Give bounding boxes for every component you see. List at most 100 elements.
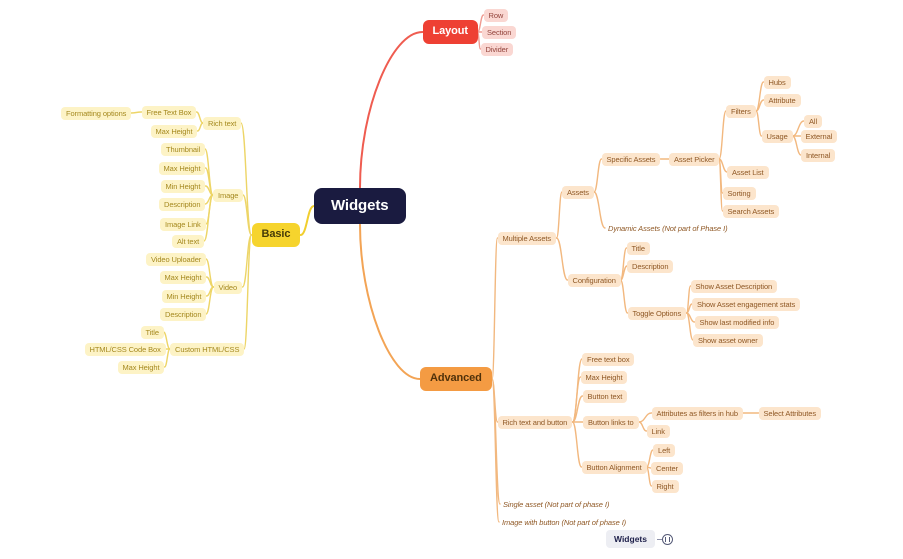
edge-toggle-options: [619, 279, 629, 314]
mindmap-node-usage-external[interactable]: External: [800, 129, 838, 143]
edge-specific-assets: [593, 158, 603, 193]
edge-multiple-assets: [491, 237, 499, 380]
edge-description-config: [619, 265, 628, 281]
mindmap-node-image-with-button[interactable]: Image with button (Not part of phase I): [502, 517, 627, 527]
mindmap-node-video-uploader[interactable]: Video Uploader: [146, 252, 207, 266]
mindmap-node-free-text-box-advanced[interactable]: Free text box: [582, 352, 635, 366]
badge-bars-glyph: [664, 536, 670, 542]
mindmap-node-align-center[interactable]: Center: [651, 461, 683, 475]
mindmap-node-show-last-modified-info[interactable]: Show last modified info: [694, 315, 780, 329]
mindmap-node-description-video[interactable]: Description: [160, 307, 207, 321]
mindmap-node-select-attributes[interactable]: Select Attributes: [758, 406, 821, 420]
mindmap-node-attributes-as-filters-in-hub[interactable]: Attributes as filters in hub: [651, 406, 743, 420]
mindmap-node-toggle-options[interactable]: Toggle Options: [627, 306, 687, 320]
edge-advanced: [359, 223, 421, 380]
mindmap-node-button-alignment[interactable]: Button Alignment: [581, 460, 647, 474]
mindmap-node-max-height-rtb[interactable]: Max Height: [580, 370, 628, 384]
mindmap-node-html-css-code-box[interactable]: HTML/CSS Code Box: [84, 342, 166, 356]
mindmap-node-alt-text[interactable]: Alt text: [172, 234, 205, 248]
edge-usage: [755, 110, 763, 137]
edge-link: [638, 421, 648, 432]
mindmap-node-image-link[interactable]: Image Link: [160, 217, 206, 231]
mindmap-node-attribute[interactable]: Attribute: [763, 93, 801, 107]
edge-button-alignment: [571, 421, 583, 468]
mindmap-node-widgets-root[interactable]: Widgets: [314, 187, 406, 225]
edge-align-right: [645, 466, 653, 487]
collapsed-branch-icon[interactable]: [661, 533, 673, 545]
mindmap-node-section[interactable]: Section: [482, 25, 517, 39]
edge-description-video: [205, 286, 215, 315]
mindmap-node-usage[interactable]: Usage: [761, 129, 793, 143]
mindmap-node-button-links-to[interactable]: Button links to: [583, 415, 639, 429]
edge-formatting-options: [130, 111, 143, 114]
tag-connector-dash: [656, 538, 662, 540]
mindmap-node-asset-list[interactable]: Asset List: [727, 165, 769, 179]
edge-search-assets: [718, 158, 724, 212]
mindmap-node-configuration[interactable]: Configuration: [567, 273, 621, 287]
mindmap-node-divider[interactable]: Divider: [480, 42, 514, 56]
mindmap-node-rich-text-and-button[interactable]: Rich text and button: [497, 415, 573, 429]
mindmap-node-title-config[interactable]: Title: [626, 241, 650, 255]
mindmap-node-thumbnail[interactable]: Thumbnail: [161, 142, 206, 156]
mindmap-node-sorting[interactable]: Sorting: [722, 186, 756, 200]
mindmap-node-specific-assets[interactable]: Specific Assets: [601, 152, 661, 166]
mindmap-node-align-left[interactable]: Left: [653, 443, 676, 457]
mindmap-node-row[interactable]: Row: [483, 8, 509, 22]
mindmap-node-assets[interactable]: Assets: [562, 185, 594, 199]
mindmap-node-button-text[interactable]: Button text: [582, 389, 628, 403]
mindmap-node-basic[interactable]: Basic: [251, 223, 301, 247]
mindmap-node-show-asset-engagement-stats[interactable]: Show Asset engagement stats: [692, 297, 801, 311]
widgets-tag-label[interactable]: Widgets: [606, 530, 655, 548]
edge-button-text: [571, 395, 584, 423]
mindmap-node-layout[interactable]: Layout: [422, 20, 478, 44]
mindmap-node-image[interactable]: Image: [213, 188, 244, 202]
edge-attributes-as-filters-in-hub: [638, 412, 653, 423]
mindmap-node-min-height-image[interactable]: Min Height: [160, 179, 206, 193]
mindmap-node-show-asset-owner[interactable]: Show asset owner: [693, 333, 763, 347]
mindmap-node-show-asset-description[interactable]: Show Asset Description: [690, 279, 778, 293]
mindmap-node-max-height-image[interactable]: Max Height: [158, 161, 206, 175]
edge-alt-text: [203, 194, 214, 242]
edge-max-height-custom: [163, 348, 171, 368]
edge-assets: [555, 191, 563, 239]
mindmap-node-usage-internal[interactable]: Internal: [801, 148, 836, 162]
mindmap-node-usage-all[interactable]: All: [804, 114, 823, 128]
mindmap-node-title-custom[interactable]: Title: [140, 325, 164, 339]
widgets-map-tag: Widgets: [606, 530, 673, 548]
mindmap-node-formatting-options[interactable]: Formatting options: [61, 106, 132, 120]
mindmap-node-min-height-video[interactable]: Min Height: [161, 289, 207, 303]
mindmap-node-multiple-assets[interactable]: Multiple Assets: [497, 231, 557, 245]
edge-basic: [299, 205, 315, 236]
mindmap-node-asset-picker[interactable]: Asset Picker: [669, 152, 720, 166]
edge-attribute: [755, 99, 765, 112]
edge-show-asset-owner: [685, 312, 694, 341]
edge-dynamic-assets: [593, 191, 606, 229]
mindmap-node-description-image[interactable]: Description: [159, 197, 206, 211]
mindmap-node-search-assets[interactable]: Search Assets: [722, 204, 780, 218]
mindmap-node-link[interactable]: Link: [646, 424, 670, 438]
edge-usage-internal: [791, 135, 802, 156]
mindmap-node-align-right[interactable]: Right: [651, 479, 679, 493]
mindmap-node-dynamic-assets[interactable]: Dynamic Assets (Not part of Phase I): [608, 223, 728, 233]
edge-layout: [359, 31, 424, 189]
edge-image-with-button: [491, 378, 500, 523]
mindmap-node-free-text-box[interactable]: Free Text Box: [141, 105, 197, 119]
mindmap-node-max-height-custom[interactable]: Max Height: [117, 360, 165, 374]
mindmap-node-max-height-video[interactable]: Max Height: [159, 270, 207, 284]
mindmap-node-rich-text[interactable]: Rich text: [203, 116, 242, 130]
mindmap-node-single-asset[interactable]: Single asset (Not part of phase I): [503, 499, 610, 509]
mindmap-node-hubs[interactable]: Hubs: [763, 75, 791, 89]
mindmap-node-custom-html-css[interactable]: Custom HTML/CSS: [170, 342, 245, 356]
edge-custom-html-css: [243, 234, 253, 350]
mindmap-node-max-height-richtext[interactable]: Max Height: [150, 124, 198, 138]
edge-thumbnail: [204, 148, 214, 196]
edge-configuration: [555, 237, 569, 281]
edge-filters: [718, 110, 727, 160]
mindmap-node-filters[interactable]: Filters: [726, 104, 756, 118]
mindmap-node-advanced[interactable]: Advanced: [420, 367, 492, 391]
mindmap-node-description-config[interactable]: Description: [627, 259, 674, 273]
edge-max-height-richtext: [196, 122, 204, 132]
mindmap-node-video[interactable]: Video: [213, 280, 243, 294]
